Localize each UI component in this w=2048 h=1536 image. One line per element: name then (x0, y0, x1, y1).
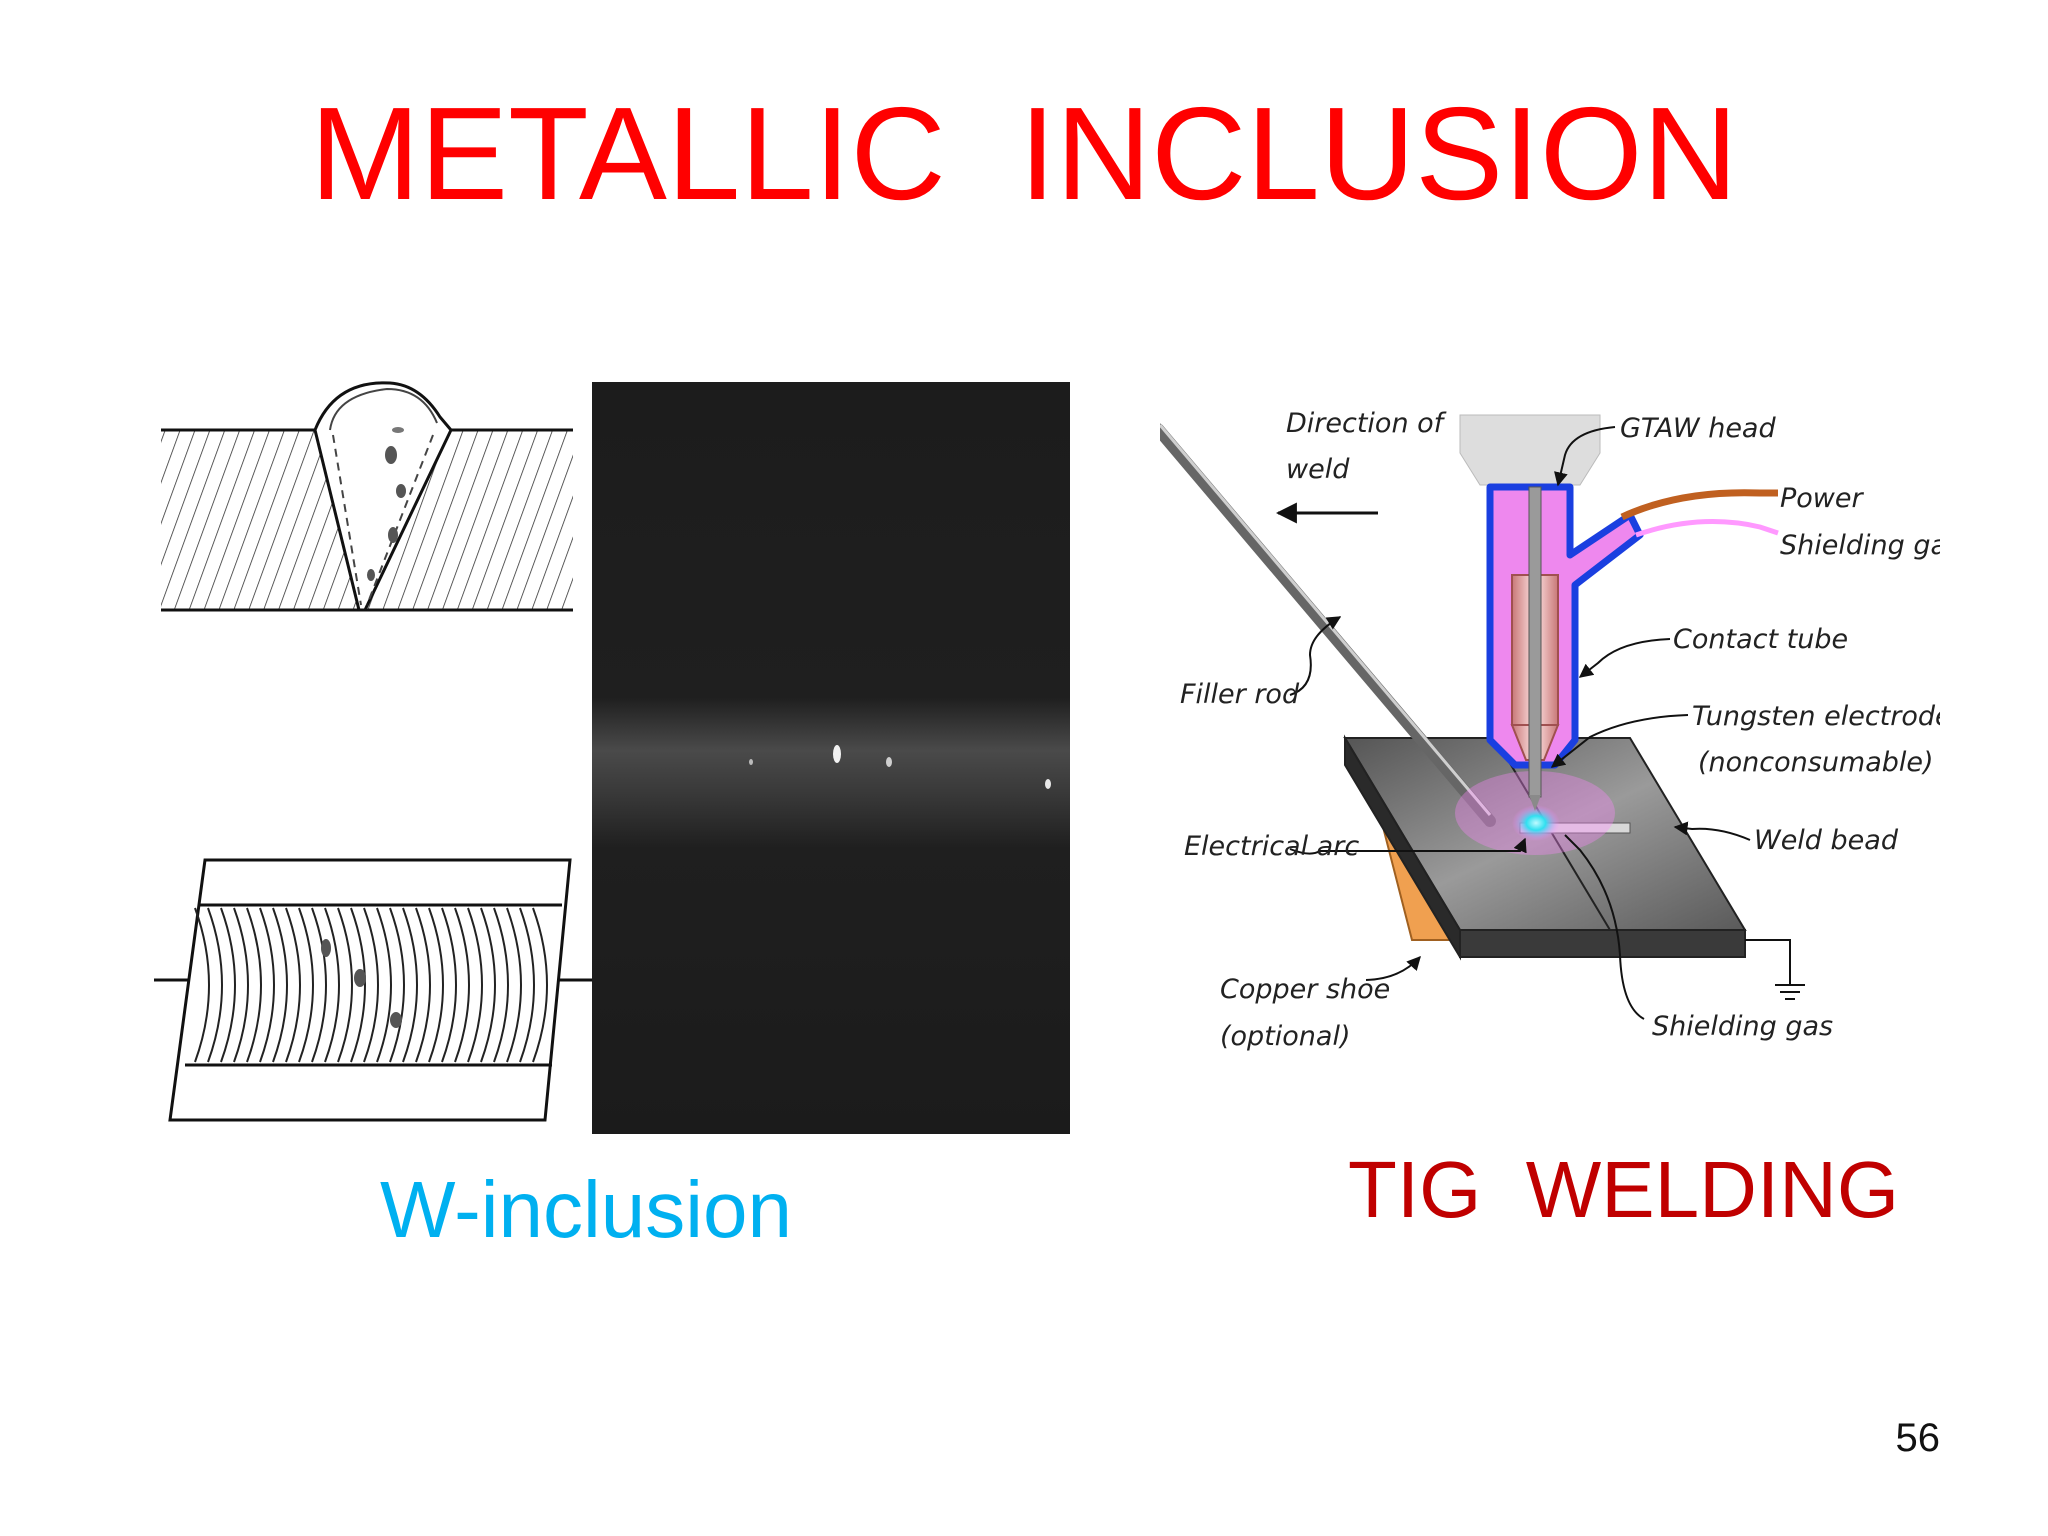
label-tungsten-electrode: Tungsten electrode (1692, 701, 1940, 732)
weld-cross-section-sketch (155, 375, 595, 625)
inclusion-spot (749, 759, 753, 765)
caption-tig-welding: TIG WELDING (1348, 1150, 1899, 1230)
weld-plan-view-sketch (150, 850, 600, 1130)
label-power: Power (1780, 483, 1864, 514)
page-number: 56 (1896, 1418, 1941, 1458)
electrical-arc (1512, 805, 1560, 841)
tungsten-inclusion (396, 484, 406, 498)
tungsten-inclusion (390, 1012, 402, 1028)
tungsten-inclusion (388, 527, 398, 543)
label-copper-shoe: Copper shoe (1220, 974, 1390, 1005)
tungsten-inclusion (385, 446, 397, 464)
gas-hose (1636, 522, 1778, 535)
gtaw-head (1460, 415, 1600, 485)
caption-w-inclusion: W-inclusion (380, 1170, 792, 1250)
label-electrical-arc: Electrical arc (1184, 831, 1359, 862)
plate-outline (170, 860, 570, 1120)
power-cable (1622, 493, 1778, 517)
inclusion-spot (886, 757, 892, 767)
tungsten-electrode (1529, 487, 1541, 797)
inclusion-spot (833, 745, 841, 763)
label-shielding-gas-bottom: Shielding gas (1652, 1011, 1833, 1042)
inclusion-spot (1045, 779, 1051, 789)
slide-title: METALLIC INCLUSION (0, 88, 2048, 220)
label-copper-shoe: (optional) (1220, 1021, 1351, 1052)
tungsten-inclusion (367, 569, 375, 581)
tungsten-inclusion (354, 969, 366, 987)
label-weld-bead: Weld bead (1754, 825, 1899, 856)
filler-rod (1160, 429, 1490, 821)
tungsten-inclusion (321, 939, 331, 957)
label-filler-rod: Filler rod (1180, 679, 1300, 710)
label-contact-tube: Contact tube (1673, 624, 1848, 655)
label-gtaw-head: GTAW head (1620, 413, 1776, 444)
radiograph-image (592, 382, 1070, 1134)
tig-welding-diagram: Direction of weld GTAW head Power Shield… (1160, 395, 1940, 1075)
label-shielding-gas-top: Shielding gas (1780, 530, 1940, 561)
label-tungsten-electrode: (nonconsumable) (1698, 747, 1934, 778)
label-direction-of-weld: weld (1286, 454, 1350, 485)
label-direction-of-weld: Direction of (1286, 408, 1447, 439)
